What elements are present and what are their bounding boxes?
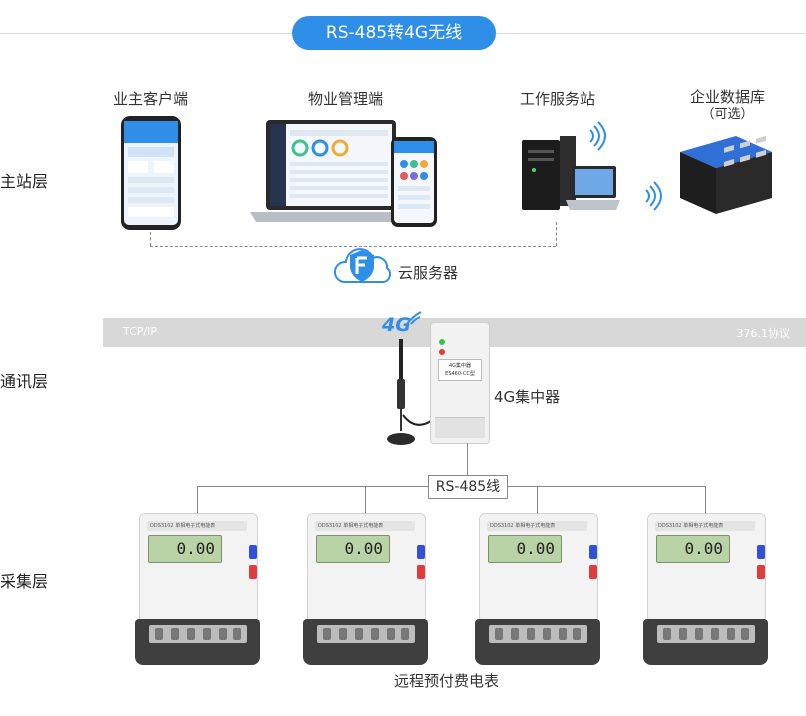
laptop-icon: [250, 120, 414, 222]
meter-terminal: [401, 628, 409, 640]
meter-terminal: [711, 628, 719, 640]
meter-red-terminal: [757, 565, 765, 579]
wire-meter1: [197, 486, 198, 513]
meter-terminal: [339, 628, 347, 640]
work-station-icon: [522, 121, 620, 210]
concentrator-panel-line2: ES460-CC型: [445, 371, 475, 377]
rs485-label: RS-485线: [428, 475, 508, 499]
meter-lid: [307, 513, 426, 623]
electric-meter-3: DDS3102 单相电子式电能表 0.00: [475, 513, 600, 665]
meter-blue-terminal: [589, 545, 597, 559]
meter-model-label: DDS3102 单相电子式电能表: [487, 521, 587, 531]
meter-terminal: [663, 628, 671, 640]
concentrator-led-green: [439, 339, 445, 345]
meter-reading: 0.00: [176, 539, 215, 558]
enterprise-db-label: 企业数据库 （可选）: [690, 88, 765, 124]
meter-terminal-block: [657, 625, 755, 643]
work-station-label: 工作服务站: [520, 90, 596, 108]
concentrator-label: 4G集中器: [494, 388, 561, 406]
property-mgmt-label: 物业管理端: [308, 90, 384, 108]
concentrator-device: 4G集中器 ES460-CC型: [430, 322, 490, 444]
band-right-label: 376.1协议: [736, 327, 791, 340]
meter-lid: [139, 513, 258, 623]
layer-label-master: 主站层: [0, 172, 49, 191]
meter-red-terminal: [589, 565, 597, 579]
concentrator-panel-line1: 4G集中器: [448, 363, 472, 369]
meters-label: 远程预付费电表: [394, 672, 500, 690]
enterprise-db-label-line2: （可选）: [701, 107, 754, 122]
electric-meter-1: DDS3102 单相电子式电能表 0.00: [135, 513, 260, 665]
meter-blue-terminal: [249, 545, 257, 559]
layer-label-collect: 采集层: [0, 572, 49, 591]
concentrator-terminal-block: [435, 417, 485, 438]
wire-meter2: [365, 486, 366, 513]
dash-station-down: [556, 222, 557, 246]
title-line-right: [496, 33, 806, 34]
meter-terminal: [233, 628, 241, 640]
meter-terminal: [187, 628, 195, 640]
meter-terminal: [559, 628, 567, 640]
meter-model-label: DDS3102 单相电子式电能表: [655, 521, 755, 531]
meter-reading: 0.00: [516, 539, 555, 558]
meter-terminal: [527, 628, 535, 640]
signal-arcs-icon: [406, 311, 422, 325]
meter-terminal: [573, 628, 581, 640]
database-server-icon: [645, 135, 772, 214]
meter-terminal: [511, 628, 519, 640]
diagram-title: RS-485转4G无线: [292, 16, 496, 50]
cloud-shield-icon: [334, 248, 391, 283]
dash-cloud-bus: [150, 246, 556, 247]
electric-meter-2: DDS3102 单相电子式电能表 0.00: [303, 513, 428, 665]
concentrator-led-red: [439, 349, 445, 355]
meter-terminal-block: [489, 625, 587, 643]
meter-terminal: [371, 628, 379, 640]
mobile-app-icon: [391, 137, 437, 227]
title-line-left: [0, 33, 292, 34]
meter-reading: 0.00: [684, 539, 723, 558]
cloud-server-label: 云服务器: [398, 264, 459, 282]
meter-reading: 0.00: [344, 539, 383, 558]
enterprise-db-label-line1: 企业数据库: [690, 88, 766, 106]
meter-terminal: [543, 628, 551, 640]
meter-red-terminal: [249, 565, 257, 579]
meter-terminal: [219, 628, 227, 640]
band-left-label: TCP/IP: [123, 325, 157, 338]
meter-terminal: [203, 628, 211, 640]
meter-display: 0.00: [656, 535, 730, 563]
owner-client-label: 业主客户端: [113, 90, 189, 108]
antenna-icon: [387, 339, 432, 445]
dash-owner-down: [150, 232, 151, 246]
wire-meter4: [705, 486, 706, 513]
meter-display: 0.00: [316, 535, 390, 563]
meter-model-label: DDS3102 单相电子式电能表: [315, 521, 415, 531]
meter-terminal: [741, 628, 749, 640]
meter-terminal: [155, 628, 163, 640]
meter-lid: [647, 513, 766, 623]
meter-red-terminal: [417, 565, 425, 579]
meter-terminal-block: [317, 625, 415, 643]
meter-lid: [479, 513, 598, 623]
meter-terminal: [355, 628, 363, 640]
meter-terminal: [171, 628, 179, 640]
meter-terminal: [323, 628, 331, 640]
electric-meter-4: DDS3102 单相电子式电能表 0.00: [643, 513, 768, 665]
meter-display: 0.00: [148, 535, 222, 563]
meter-terminal: [495, 628, 503, 640]
meter-terminal-block: [149, 625, 247, 643]
meter-model-label: DDS3102 单相电子式电能表: [147, 521, 247, 531]
phone-icon: [121, 116, 181, 230]
meter-blue-terminal: [417, 545, 425, 559]
badge-4g-icon: 4G: [382, 314, 411, 336]
layer-label-comm: 通讯层: [0, 372, 49, 391]
meter-terminal: [727, 628, 735, 640]
meter-terminal: [695, 628, 703, 640]
wire-meter3: [537, 486, 538, 513]
meter-display: 0.00: [488, 535, 562, 563]
meter-terminal: [679, 628, 687, 640]
wire-concentrator-down: [467, 443, 468, 475]
meter-terminal: [387, 628, 395, 640]
concentrator-panel: 4G集中器 ES460-CC型: [438, 359, 482, 381]
meter-blue-terminal: [757, 545, 765, 559]
